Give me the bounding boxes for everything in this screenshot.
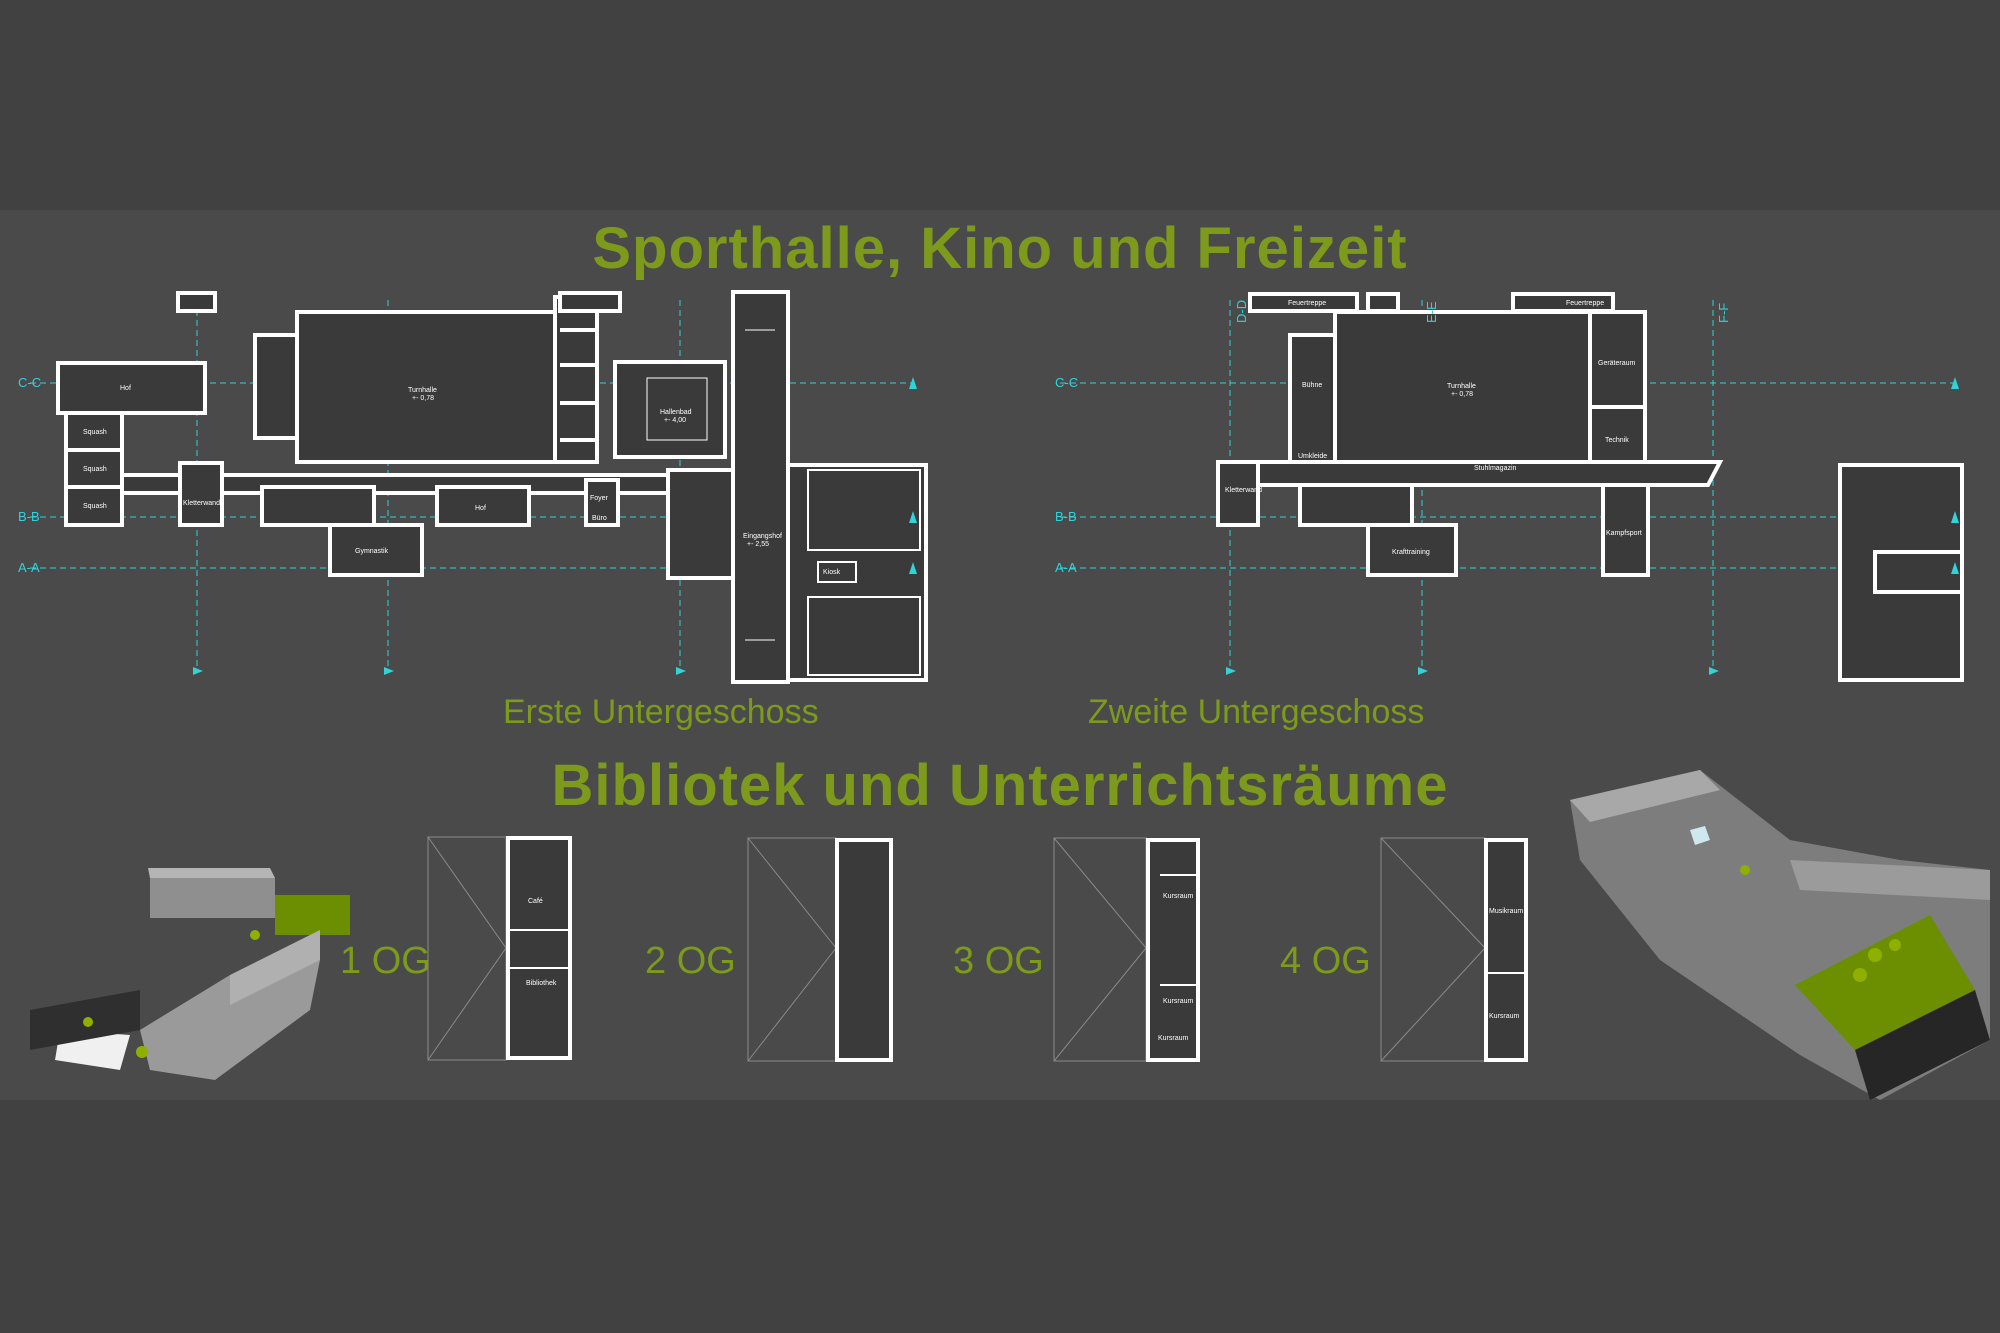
section-label-ee: E-E — [1424, 301, 1439, 323]
label-stuhlmagazin: Stuhlmagazin — [1474, 465, 1517, 472]
caption-second-basement: Zweite Untergeschoss — [1088, 693, 1425, 731]
label-cafe: Café — [528, 898, 543, 905]
plan-second-basement — [1060, 292, 1964, 682]
section-label-ff: F-F — [1716, 303, 1731, 323]
massing-model-right — [1570, 770, 1990, 1100]
section-label-cc-2: C-C — [1055, 375, 1078, 390]
label-feuertreppe-2: Feuertreppe — [1566, 300, 1604, 307]
label-kursraum-2: Kursraum — [1163, 998, 1194, 1005]
section-label-cc: C-C — [18, 375, 41, 390]
label-hallenbad-level: +- 4,00 — [664, 417, 686, 424]
label-turnhalle-2-level: +- 0,78 — [1451, 391, 1473, 398]
section-labels-second: C-C B-B A-A D-D E-E F-F — [1055, 300, 1731, 575]
upper-floor-plans — [427, 836, 1528, 1062]
label-squash-3: Squash — [83, 503, 107, 510]
label-umkleide: Umkleide — [1298, 453, 1327, 460]
label-squash-2: Squash — [83, 466, 107, 473]
section-labels-first: C-C B-B A-A — [18, 375, 41, 575]
section-label-aa-2: A-A — [1055, 560, 1077, 575]
label-hof: Hof — [120, 385, 131, 392]
floor-label-4og: 4 OG — [1280, 940, 1371, 982]
label-eingangshof-level: +- 2,55 — [747, 541, 769, 548]
label-kursraum-4: Kursraum — [1489, 1013, 1520, 1020]
caption-first-basement: Erste Untergeschoss — [503, 693, 819, 731]
label-feuertreppe-1: Feuertreppe — [1288, 300, 1326, 307]
floor-label-1og: 1 OG — [340, 940, 431, 982]
label-buro: Büro — [592, 515, 607, 522]
floor-label-3og: 3 OG — [953, 940, 1044, 982]
title-top: Sporthalle, Kino und Freizeit — [592, 216, 1408, 281]
plan-first-basement — [30, 290, 928, 684]
label-bibliothek: Bibliothek — [526, 980, 557, 987]
roof-outlines — [427, 836, 1486, 1062]
label-kursraum-1: Kursraum — [1163, 893, 1194, 900]
label-hof-2: Hof — [475, 505, 486, 512]
room-labels-second: Feuertreppe Feuertreppe Bühne Umkleide T… — [1225, 300, 1642, 556]
section-label-aa: A-A — [18, 560, 40, 575]
section-label-dd: D-D — [1234, 300, 1249, 323]
label-geratraum: Geräteraum — [1598, 360, 1636, 367]
label-kraftraining: Krafttraining — [1392, 549, 1430, 556]
label-kletterwand-2: Kletterwand — [1225, 487, 1262, 494]
label-eingangshof: Eingangshof — [743, 533, 782, 540]
label-squash-1: Squash — [83, 429, 107, 436]
label-kiosk: Kiosk — [823, 569, 841, 576]
label-turnhalle-2: Turnhalle — [1447, 383, 1476, 390]
floor-label-2og: 2 OG — [645, 940, 736, 982]
section-label-bb: B-B — [18, 509, 40, 524]
label-technik: Technik — [1605, 437, 1629, 444]
room-labels-first: Hof Squash Squash Squash Kletterwand Tur… — [83, 385, 841, 576]
label-kampfsport: Kampfsport — [1606, 530, 1642, 537]
label-foyer: Foyer — [590, 495, 609, 502]
label-gymnastik: Gymnastik — [355, 548, 389, 555]
room-labels-upper: Café Bibliothek Kursraum Kursraum Kursra… — [526, 893, 1523, 1042]
label-buhne: Bühne — [1302, 382, 1322, 389]
section-label-bb-2: B-B — [1055, 509, 1077, 524]
title-middle: Bibliotek und Unterrichtsräume — [551, 753, 1449, 818]
label-turnhalle-level: +- 0,78 — [412, 395, 434, 402]
label-turnhalle: Turnhalle — [408, 387, 437, 394]
section-markers-first — [193, 377, 917, 675]
label-kletterwand: Kletterwand — [183, 500, 220, 507]
section-markers-second — [1226, 377, 1959, 675]
label-musikraum: Musikraum — [1489, 908, 1523, 915]
label-kursraum-3: Kursraum — [1158, 1035, 1189, 1042]
label-hallenbad: Hallenbad — [660, 409, 692, 416]
massing-model-left — [30, 868, 350, 1080]
